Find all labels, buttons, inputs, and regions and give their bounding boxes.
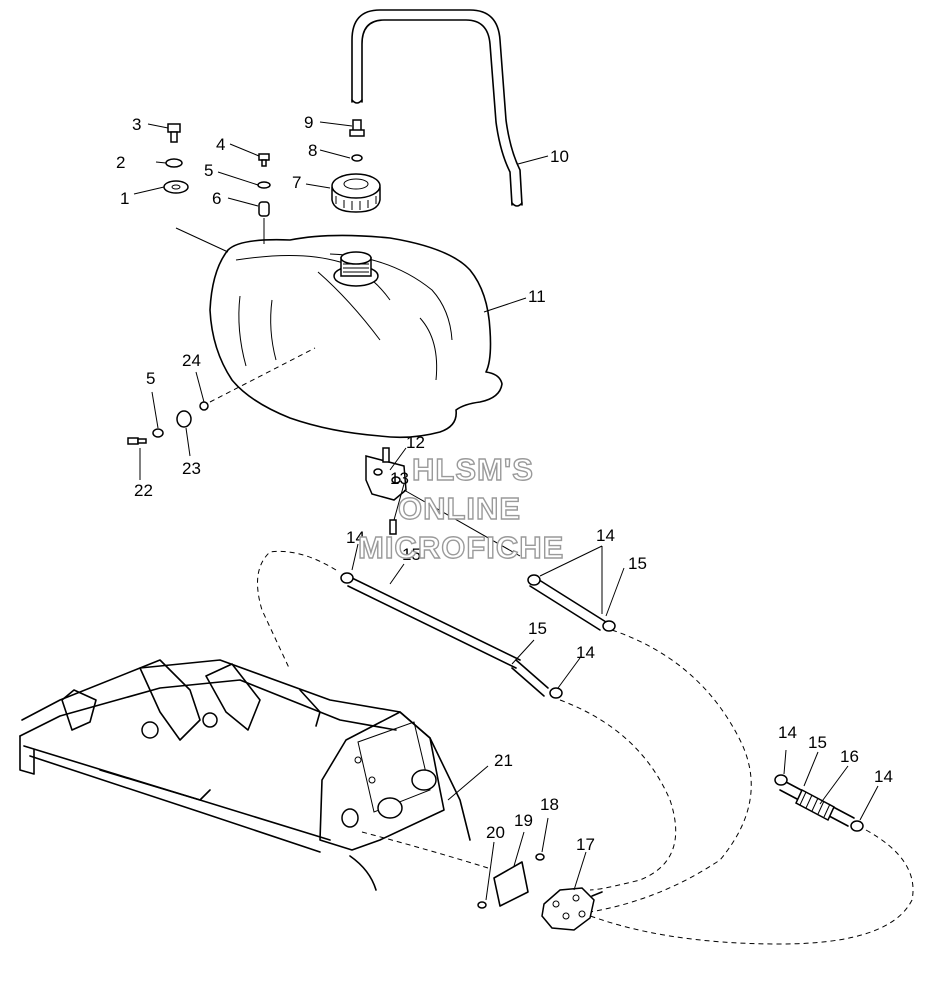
watermark: HLSM'S ONLINE MICROFICHE — [357, 451, 564, 565]
callout-4: 4 — [216, 135, 225, 154]
frame-assembly — [19, 659, 471, 891]
callout-14: 14 — [778, 723, 797, 742]
callout-3: 3 — [132, 115, 141, 134]
callout-16: 16 — [840, 747, 859, 766]
bolt-3 — [167, 123, 181, 143]
mount-centerline — [209, 347, 316, 403]
clamp-14-d — [774, 774, 788, 786]
callout-22: 22 — [134, 481, 153, 500]
callout-10: 10 — [550, 147, 569, 166]
screw-20 — [477, 901, 487, 909]
fuel-pump — [541, 887, 603, 931]
nut-24 — [199, 401, 209, 411]
watermark-line-2: ONLINE — [398, 491, 521, 526]
callout-13: 13 — [390, 469, 409, 488]
pump-gasket-19 — [493, 861, 529, 907]
callout-5: 5 — [146, 369, 155, 388]
screw-4 — [258, 153, 270, 167]
washer-1 — [163, 180, 189, 194]
fuel-filter — [779, 781, 855, 827]
callout-18: 18 — [540, 795, 559, 814]
clamp-14-b-1 — [527, 574, 541, 586]
clamp-14-a — [340, 572, 354, 584]
callout-9: 9 — [304, 113, 313, 132]
callout-5: 5 — [204, 161, 213, 180]
callout-14: 14 — [576, 643, 595, 662]
callout-14: 14 — [346, 528, 365, 547]
callout-24: 24 — [182, 351, 201, 370]
tank-bracket — [365, 447, 407, 501]
washer-5-upper — [257, 181, 271, 189]
callout-15: 15 — [528, 619, 547, 638]
fuel-line-upper — [347, 577, 549, 697]
vent-hose — [351, 9, 523, 207]
callout-7: 7 — [292, 173, 301, 192]
callout-23: 23 — [182, 459, 201, 478]
bolt-22 — [127, 437, 147, 445]
callout-15: 15 — [628, 554, 647, 573]
callout-8: 8 — [308, 141, 317, 160]
callout-2: 2 — [116, 153, 125, 172]
leader-lines — [133, 121, 879, 901]
clamp-14-c — [549, 687, 563, 699]
clamp-14-b-2 — [602, 620, 616, 632]
callout-21: 21 — [494, 751, 513, 770]
callout-19: 19 — [514, 811, 533, 830]
grommet-6 — [258, 201, 270, 217]
callout-15: 15 — [402, 545, 421, 564]
fuel-tank — [209, 234, 503, 439]
callout-14: 14 — [596, 526, 615, 545]
callout-1: 1 — [120, 189, 129, 208]
vent-gasket — [351, 154, 363, 162]
washer-5-lower — [152, 428, 164, 438]
callout-15: 15 — [808, 733, 827, 752]
callout-20: 20 — [486, 823, 505, 842]
routing-lines — [257, 550, 914, 945]
pin-13 — [389, 519, 397, 535]
bracket-leader-line — [403, 489, 521, 557]
watermark-line-1: HLSM'S — [412, 452, 534, 487]
callout-11: 11 — [528, 287, 546, 306]
callout-17: 17 — [576, 835, 595, 854]
washer-2 — [165, 158, 183, 168]
callout-12: 12 — [406, 433, 425, 452]
callout-6: 6 — [212, 189, 221, 208]
callout-labels: 1 2 3 4 5 6 7 8 9 10 11 12 13 14 14 14 1… — [116, 113, 893, 854]
spacer-23 — [176, 410, 192, 428]
fuel-line-right — [529, 577, 607, 631]
watermark-line-3: MICROFICHE — [358, 530, 564, 565]
tank-leader-line — [175, 227, 229, 253]
callout-14: 14 — [874, 767, 893, 786]
fuel-cap — [331, 173, 381, 213]
clamp-14-e — [850, 820, 864, 832]
vent-fitting — [349, 119, 365, 137]
screw-18 — [535, 853, 545, 861]
